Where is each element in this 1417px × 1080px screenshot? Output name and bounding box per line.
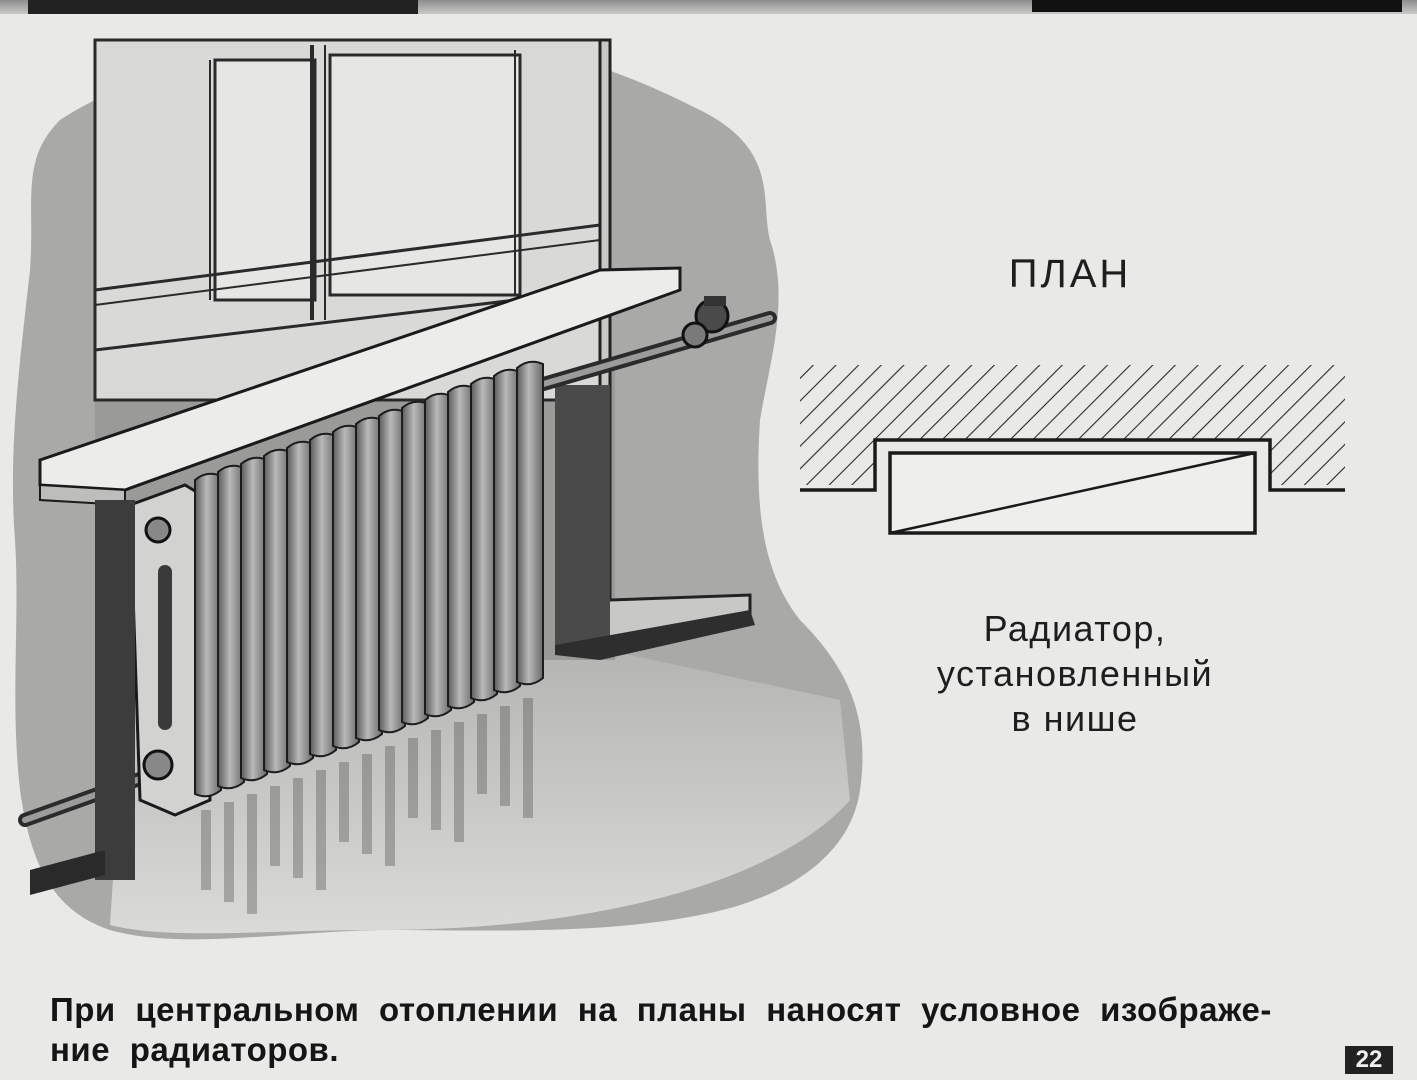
fin-reflection (201, 810, 211, 890)
radiator (128, 483, 212, 817)
fin-reflection (477, 714, 487, 794)
radiator-fin (332, 424, 360, 750)
fin-reflection (500, 706, 510, 806)
wall-outline (800, 438, 1345, 492)
radiator-fin (378, 408, 406, 734)
floor-reflections (201, 698, 533, 914)
radiator-fin (309, 432, 337, 758)
fin-reflection (316, 770, 326, 890)
radiator-fin (447, 384, 475, 710)
radiator-fin (286, 440, 314, 766)
radiator-fin (516, 360, 544, 686)
wall-corner (95, 500, 135, 880)
fin-reflection (247, 794, 257, 914)
valve (681, 296, 730, 349)
fin-reflection (362, 754, 372, 854)
fin-reflection (293, 778, 303, 878)
fin-reflection (454, 722, 464, 842)
radiator-caption: Радиатор, установленный в нише (880, 606, 1270, 741)
fin-reflection (270, 786, 280, 866)
slide-caption: При центральном отоплении на планы нанос… (50, 990, 1390, 1070)
fin-reflection (408, 738, 418, 818)
pier-shadow (555, 385, 610, 645)
caption-line: установленный (936, 653, 1214, 694)
radiator-illustration (12, 38, 863, 940)
radiator-diagonal (889, 451, 1256, 535)
caption-line: Радиатор, (983, 608, 1167, 649)
page-number: 22 (1345, 1046, 1393, 1074)
fin-reflection (224, 802, 234, 902)
radiator-fin (424, 392, 452, 718)
left-baseboard (30, 850, 105, 895)
film-frame-mark (28, 0, 418, 14)
film-frame-mark (1032, 0, 1402, 12)
radiator-fin (217, 464, 245, 790)
plan-radiator-niche-symbol (800, 365, 1345, 535)
radiator-fin (194, 472, 222, 798)
plan-title: ПЛАН (1008, 252, 1132, 296)
radiator-fin (240, 456, 268, 782)
fin-reflection (385, 746, 395, 866)
fin-reflection (523, 698, 533, 818)
radiator-fin (470, 376, 498, 702)
fin-reflection (431, 730, 441, 830)
radiator-fin (263, 448, 291, 774)
caption-line-2: ние радиаторов. (50, 1031, 339, 1068)
caption-line: в нише (1011, 698, 1139, 739)
radiator-fins (194, 360, 544, 798)
radiator-fin (401, 400, 429, 726)
radiator-fin (355, 416, 383, 742)
radiator-fin (493, 368, 521, 694)
caption-line-1: При центральном отоплении на планы нанос… (50, 991, 1272, 1028)
baseboard (555, 610, 755, 660)
fin-reflection (339, 762, 349, 842)
